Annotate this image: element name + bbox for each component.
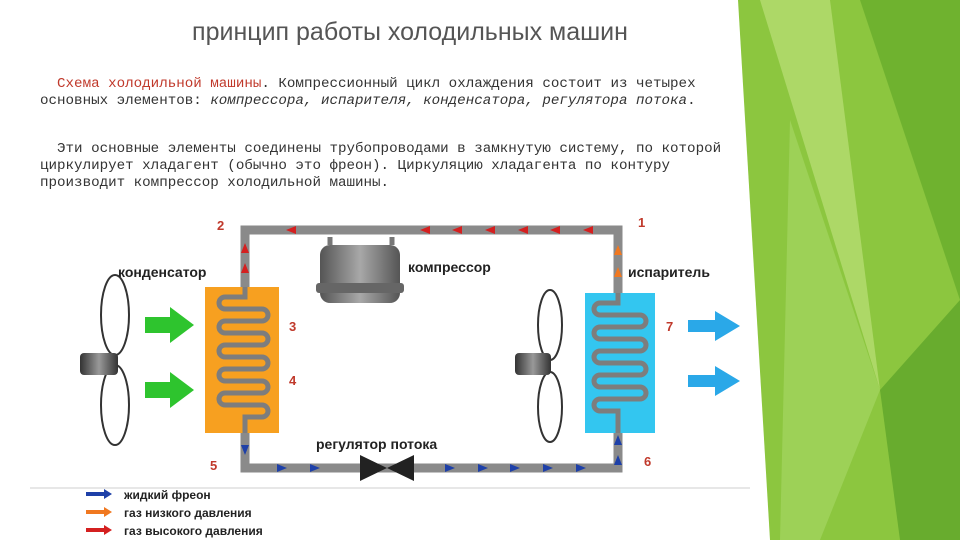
- legend-item-high-pressure: газ высокого давления: [86, 524, 263, 538]
- flow-arrow: [614, 267, 622, 277]
- fan-hub: [515, 353, 551, 375]
- compressor-body: [320, 245, 400, 303]
- point-1-label: 1: [638, 215, 645, 230]
- intro-text-b: .: [687, 93, 696, 109]
- green-facet-light: [760, 0, 880, 390]
- circulation-text: Эти основные элементы соединены трубопро…: [40, 141, 722, 191]
- compressor: [316, 237, 404, 303]
- flow-arrow: [452, 226, 462, 234]
- point-6-label: 6: [644, 454, 651, 469]
- fan-blade: [537, 371, 563, 443]
- fan-blade: [100, 274, 130, 356]
- flow-arrow: [310, 464, 320, 472]
- air-out-arrow: [688, 366, 740, 396]
- fan-hub: [80, 353, 118, 375]
- point-7-label: 7: [666, 319, 673, 334]
- point-2-label: 2: [217, 218, 224, 233]
- legend-arrow-head: [104, 489, 112, 499]
- flow-arrows-bottom: [241, 435, 622, 472]
- fan-blade: [537, 289, 563, 361]
- legend-label: газ высокого давления: [124, 524, 263, 538]
- flow-arrow: [510, 464, 520, 472]
- air-out-arrow: [688, 311, 740, 341]
- flow-arrow: [518, 226, 528, 234]
- green-facet-bottom: [880, 300, 960, 540]
- evaporator-fan: [515, 289, 563, 443]
- legend-item-low-pressure: газ низкого давления: [86, 506, 252, 520]
- green-facet-dark: [860, 0, 960, 300]
- legend-arrow-head: [104, 525, 112, 535]
- legend-label: жидкий фреон: [123, 488, 211, 502]
- flow-arrow: [614, 245, 622, 255]
- evaporator: [585, 293, 655, 433]
- air-in-arrows: [145, 307, 194, 408]
- flow-arrow: [550, 226, 560, 234]
- flow-arrow: [286, 226, 296, 234]
- air-in-arrow: [145, 372, 194, 408]
- flow-arrow: [241, 445, 249, 455]
- valve-left: [360, 455, 387, 481]
- legend-item-liquid: жидкий фреон: [86, 488, 211, 502]
- legend-label: газ низкого давления: [124, 506, 252, 520]
- flow-arrow: [445, 464, 455, 472]
- slide-title: принцип работы холодильных машин: [192, 18, 628, 46]
- flow-arrow: [583, 226, 593, 234]
- flow-arrows-right: [614, 245, 622, 277]
- condenser-fan: [80, 274, 130, 446]
- legend-arrow-head: [104, 507, 112, 517]
- point-3-label: 3: [289, 319, 296, 334]
- evaporator-coil: [591, 293, 649, 433]
- pipe-top: [240, 225, 623, 293]
- legend: жидкий фреон газ низкого давления газ вы…: [30, 487, 750, 538]
- point-5-label: 5: [210, 458, 217, 473]
- compressor-base: [316, 283, 404, 293]
- condenser: [205, 287, 279, 433]
- flow-arrow: [485, 226, 495, 234]
- condenser-coil: [216, 287, 271, 433]
- condenser-label: конденсатор: [118, 264, 206, 280]
- green-facet-mid: [780, 120, 880, 540]
- flow-arrow: [478, 464, 488, 472]
- flow-arrow: [420, 226, 430, 234]
- regulator-label: регулятор потока: [316, 436, 437, 452]
- paragraph-intro: Схема холодильной машины. Компрессионный…: [40, 76, 740, 110]
- flow-arrow: [241, 263, 249, 273]
- intro-elements-list: компрессора, испарителя, конденсатора, р…: [210, 93, 688, 109]
- flow-arrow: [576, 464, 586, 472]
- evaporator-label: испаритель: [628, 264, 710, 280]
- intro-lead: Схема холодильной машины: [57, 76, 262, 92]
- valve-right: [387, 455, 414, 481]
- point-4-label: 4: [289, 373, 297, 388]
- flow-arrow: [614, 435, 622, 445]
- intro-text-a: . Компрессионный цикл охлаждения состоит…: [40, 76, 696, 109]
- refrigeration-diagram: конденсатор компрессор испаритель регуля…: [30, 215, 750, 538]
- flow-arrow: [614, 455, 622, 465]
- flow-arrow: [543, 464, 553, 472]
- flow-arrow: [277, 464, 287, 472]
- air-out-arrows: [688, 311, 740, 396]
- flow-regulator-valve: [360, 455, 414, 481]
- flow-arrows-top: [241, 226, 593, 273]
- flow-arrow: [241, 243, 249, 253]
- compressor-label: компрессор: [408, 259, 491, 275]
- air-in-arrow: [145, 307, 194, 343]
- paragraph-circulation: Эти основные элементы соединены трубопро…: [40, 141, 740, 192]
- fan-blade: [100, 364, 130, 446]
